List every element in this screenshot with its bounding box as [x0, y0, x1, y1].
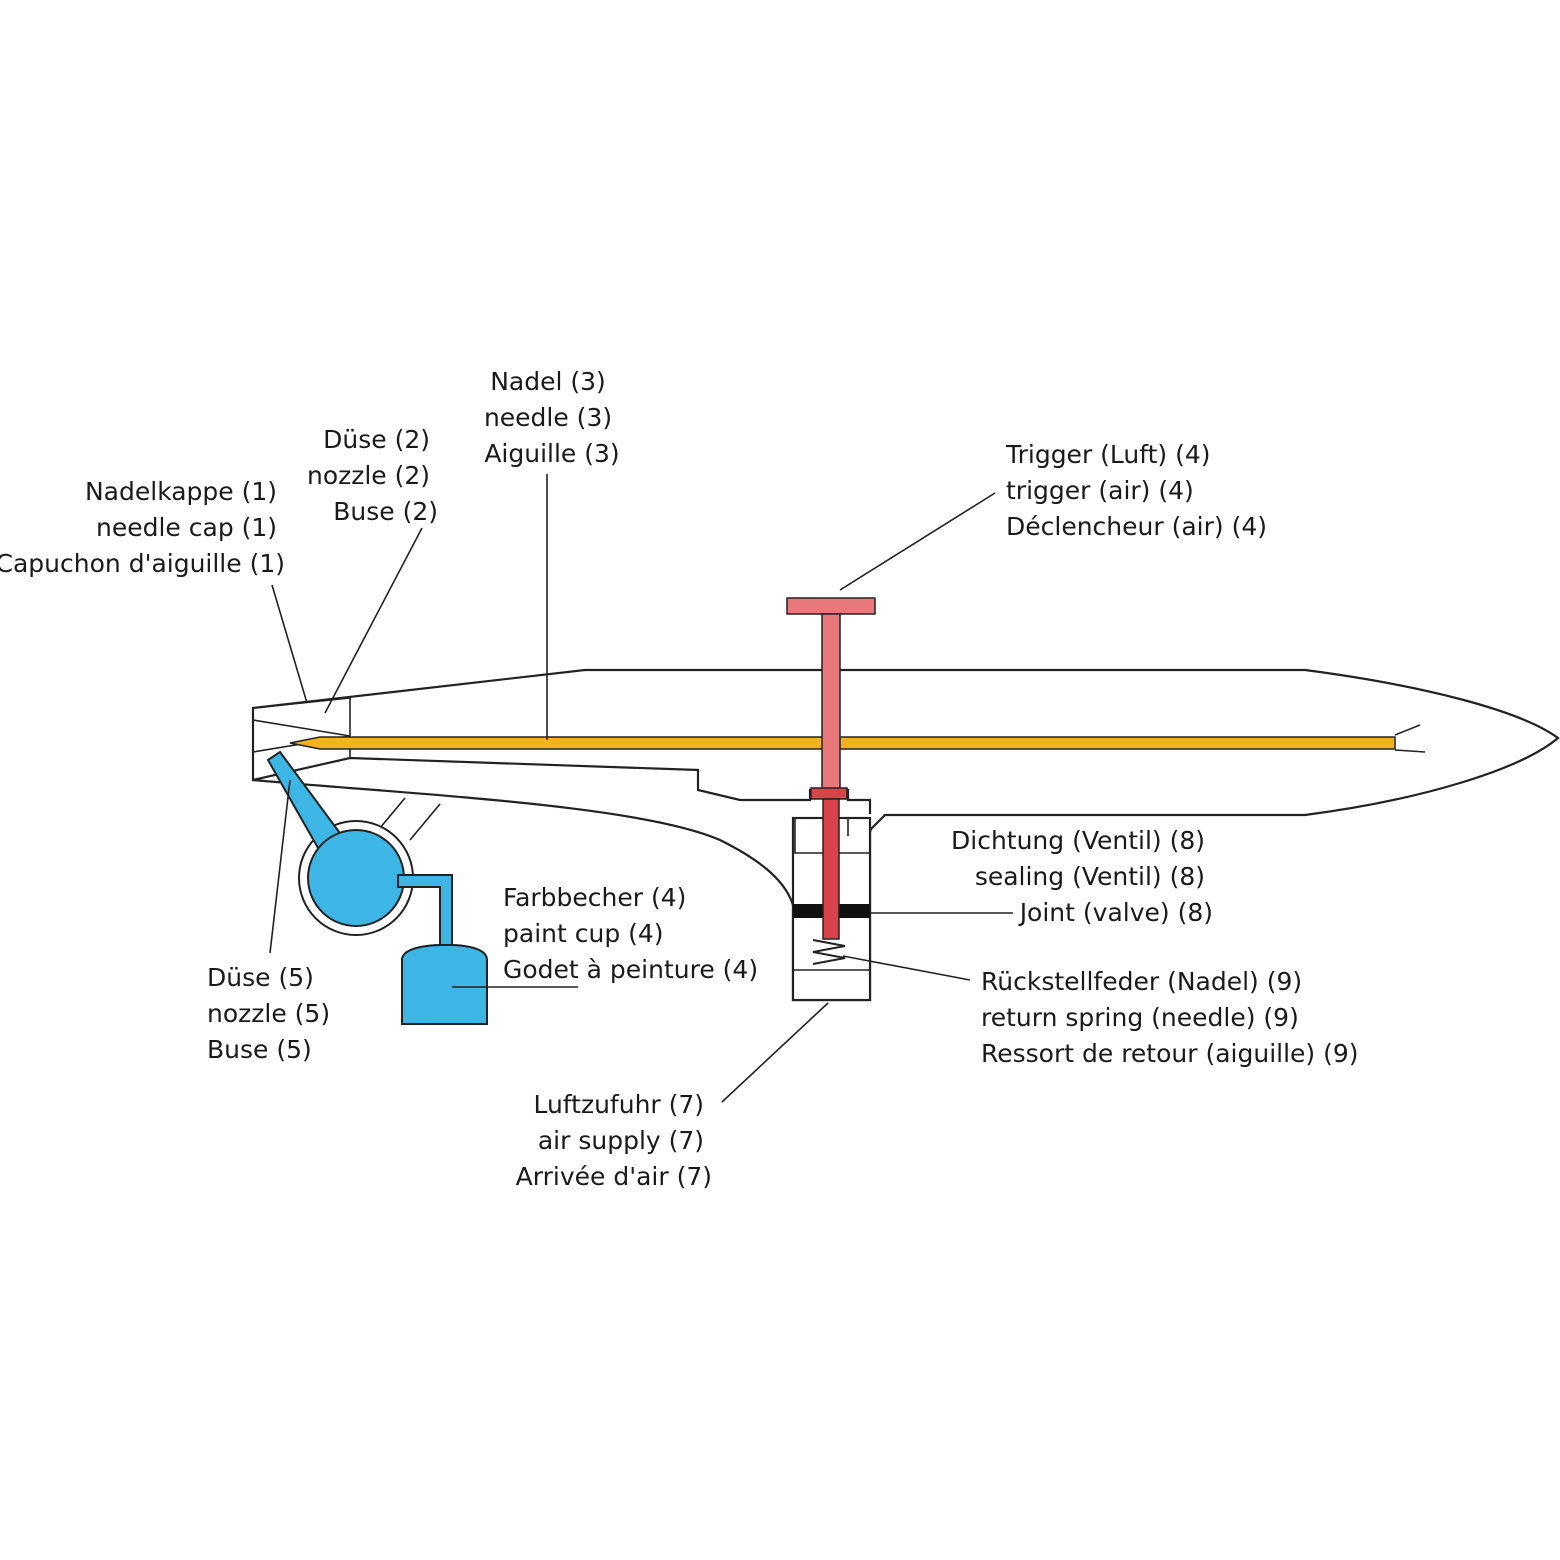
leader-nozzle-2 — [324, 527, 423, 714]
labels: Nadelkappe (1) needle cap (1) Capuchon d… — [0, 367, 1359, 1191]
leader-needle-cap — [271, 584, 308, 704]
label-nozzle-2: Düse (2) nozzle (2) Buse (2) — [307, 425, 438, 526]
label-nozzle-5: Düse (5) nozzle (5) Buse (5) — [207, 963, 338, 1064]
leader-air-supply — [721, 1002, 829, 1103]
trigger — [786, 597, 876, 940]
leader-return-spring — [842, 955, 971, 981]
needle-channel-end — [1394, 724, 1426, 753]
trigger-stem — [821, 613, 841, 793]
body-outline — [251, 668, 1560, 833]
paint-feed — [266, 750, 488, 1025]
airbrush-body — [251, 668, 1560, 1002]
trigger-collar — [810, 787, 848, 800]
leader-trigger — [839, 492, 996, 591]
label-needle: Nadel (3) needle (3) Aiguille (3) — [484, 367, 620, 468]
valve-rod — [822, 798, 840, 940]
label-sealing: Dichtung (Ventil) (8) sealing (Ventil) (… — [951, 826, 1213, 927]
leader-nozzle-5 — [269, 779, 291, 954]
paint-pipe — [397, 874, 453, 946]
paint-bulb — [307, 829, 405, 927]
label-needle-cap: Nadelkappe (1) needle cap (1) Capuchon d… — [0, 477, 285, 578]
label-air-supply: Luftzufuhr (7) air supply (7) Arrivée d'… — [516, 1090, 712, 1191]
label-return-spring: Rückstellfeder (Nadel) (9) return spring… — [981, 967, 1359, 1068]
label-paint-cup: Farbbecher (4) paint cup (4) Godet à pei… — [503, 883, 758, 984]
needle — [289, 736, 1396, 750]
label-trigger: Trigger (Luft) (4) trigger (air) (4) Déc… — [1005, 440, 1267, 541]
trigger-button — [786, 597, 876, 615]
leader-lines — [269, 474, 1013, 1103]
paint-cup — [401, 944, 488, 1025]
support-strut — [379, 797, 441, 841]
return-spring — [812, 939, 846, 965]
lower-handle — [252, 778, 886, 1002]
